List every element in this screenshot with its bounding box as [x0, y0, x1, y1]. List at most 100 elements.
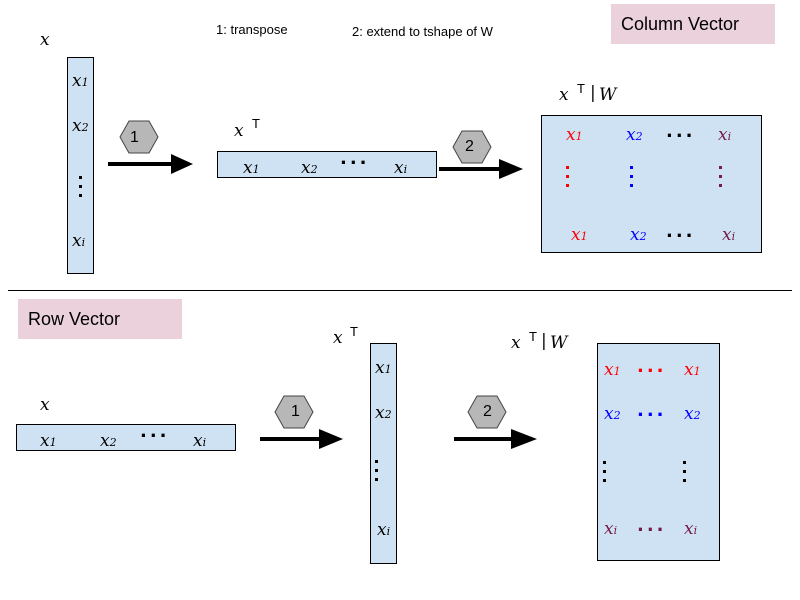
arrow-2-head	[499, 159, 523, 179]
row-xi-sub: i	[202, 436, 207, 449]
x2-base: x	[72, 116, 82, 136]
xT-x1-base: x	[243, 158, 253, 178]
xT-xi: xi	[394, 160, 407, 177]
m1-r1-x2: x2	[626, 127, 643, 144]
xi-base: x	[72, 231, 82, 251]
m1-vdots-blue	[630, 166, 634, 193]
column-vector-box	[67, 57, 94, 274]
row-arrow-2-head	[511, 429, 537, 449]
row-xT-label: x	[333, 330, 343, 347]
extended-matrix-col	[541, 115, 762, 253]
rowT-x2: x2	[375, 405, 392, 422]
xT-x1-sub: 1	[252, 163, 260, 176]
m2-r3-xia: xi	[604, 521, 617, 538]
xT-x2: x2	[301, 160, 318, 177]
step1-note: 1: transpose	[216, 22, 288, 37]
m1-vdots-purple	[719, 166, 723, 193]
m1-r1-ellipsis: ...	[666, 121, 696, 142]
xTW-W: W	[599, 85, 617, 105]
extended-matrix-row	[597, 343, 720, 561]
m2-r1-x1a-base: x	[604, 360, 614, 380]
m1-r1-xi: xi	[718, 127, 731, 144]
row-vector-heading: Row Vector	[18, 299, 182, 339]
transposed-row-box	[217, 151, 437, 178]
m1-r1-x1: x1	[566, 127, 583, 144]
m2-r2-ellipsis: ...	[637, 400, 667, 421]
xTW-superscript: T	[577, 81, 585, 96]
m2-r1-x1a-sub: 1	[613, 365, 621, 378]
row-step1-arrow-group	[260, 395, 343, 449]
m1-r1-x2-sub: 2	[635, 130, 643, 143]
xT-xi-base: x	[394, 158, 404, 178]
rowT-x2-base: x	[375, 403, 385, 423]
arrow-1-head	[171, 154, 193, 174]
m1-r1-xi-base: x	[718, 125, 728, 145]
vertical-ellipsis	[79, 176, 83, 203]
xTW-label: x	[559, 87, 569, 104]
x-symbol: x	[40, 30, 50, 50]
m1-vdots-red	[566, 166, 570, 193]
row-x2: x2	[100, 433, 117, 450]
m1-r1-x1-sub: 1	[575, 130, 583, 143]
row-x-label: x	[40, 397, 50, 414]
rowT-xi: xi	[377, 522, 390, 539]
step1-arrow-group	[108, 120, 193, 174]
row-x1-base: x	[40, 431, 50, 451]
row-x2-sub: 2	[109, 436, 117, 449]
row-x1-sub: 1	[49, 436, 57, 449]
m2-r1-x1b-sub: 1	[693, 365, 701, 378]
row-arrow-1-head	[319, 429, 343, 449]
x1-entry: x1	[72, 73, 89, 90]
xT-label: x	[234, 123, 244, 140]
m1-r2-x2: x2	[630, 227, 647, 244]
rowT-vertical-ellipsis	[375, 460, 379, 487]
m2-r3-xib: xi	[684, 521, 697, 538]
m1-r2-xi-sub: i	[731, 230, 736, 243]
xT-x2-sub: 2	[310, 163, 318, 176]
xTW-x: x	[559, 85, 569, 105]
rowT-xi-sub: i	[386, 525, 391, 538]
m2-r2-x2a-base: x	[604, 404, 614, 424]
row-hexagon-2-label: 2	[483, 403, 492, 420]
xT-x2-base: x	[301, 158, 311, 178]
m2-r2-x2b-base: x	[684, 404, 694, 424]
x2-entry: x2	[72, 118, 89, 135]
rowT-x1-sub: 1	[384, 363, 392, 376]
m1-r2-ellipsis: ...	[666, 221, 696, 242]
row-xi: xi	[193, 433, 206, 450]
m2-r1-x1b-base: x	[684, 360, 694, 380]
m1-r1-xi-sub: i	[727, 130, 732, 143]
hexagon-1-icon	[119, 120, 159, 154]
m2-r2-x2a-sub: 2	[613, 409, 621, 422]
xTW-bar: |	[590, 83, 596, 103]
row-hexagon-1-label: 1	[291, 403, 300, 420]
xT-x: x	[234, 121, 244, 141]
xT-ellipsis: ...	[340, 148, 370, 169]
row-hexagon-2-icon	[467, 395, 507, 429]
m1-r2-x2-base: x	[630, 225, 640, 245]
m2-r2-x2b: x2	[684, 406, 701, 423]
m1-r2-xi-base: x	[722, 225, 732, 245]
xT-xi-sub: i	[403, 163, 408, 176]
m2-r1-ellipsis: ...	[637, 356, 667, 377]
row-transposed-col-box	[370, 343, 397, 564]
m2-r2-x2b-sub: 2	[693, 409, 701, 422]
m2-r3-xib-sub: i	[693, 524, 698, 537]
column-vector-heading-text: Column Vector	[621, 13, 740, 34]
m1-r2-x1: x1	[571, 227, 588, 244]
m2-r1-x1a: x1	[604, 362, 621, 379]
rowT-x2-sub: 2	[384, 408, 392, 421]
row-xT-x: x	[333, 328, 343, 348]
row-xTW-label: x	[511, 335, 521, 352]
row-x2-base: x	[100, 431, 110, 451]
m2-vdots-left	[603, 461, 607, 488]
row-ellipsis: ...	[140, 421, 170, 442]
m2-r3-xia-base: x	[604, 519, 614, 539]
m2-r3-xib-base: x	[684, 519, 694, 539]
row-xTW-W: W	[550, 333, 568, 353]
row-xTW-x: x	[511, 333, 521, 353]
step2-note: 2: extend to tshape of W	[352, 24, 493, 39]
x1-base: x	[72, 71, 82, 91]
row-xT-superscript: T	[350, 324, 358, 339]
xi-sub: i	[81, 236, 86, 249]
